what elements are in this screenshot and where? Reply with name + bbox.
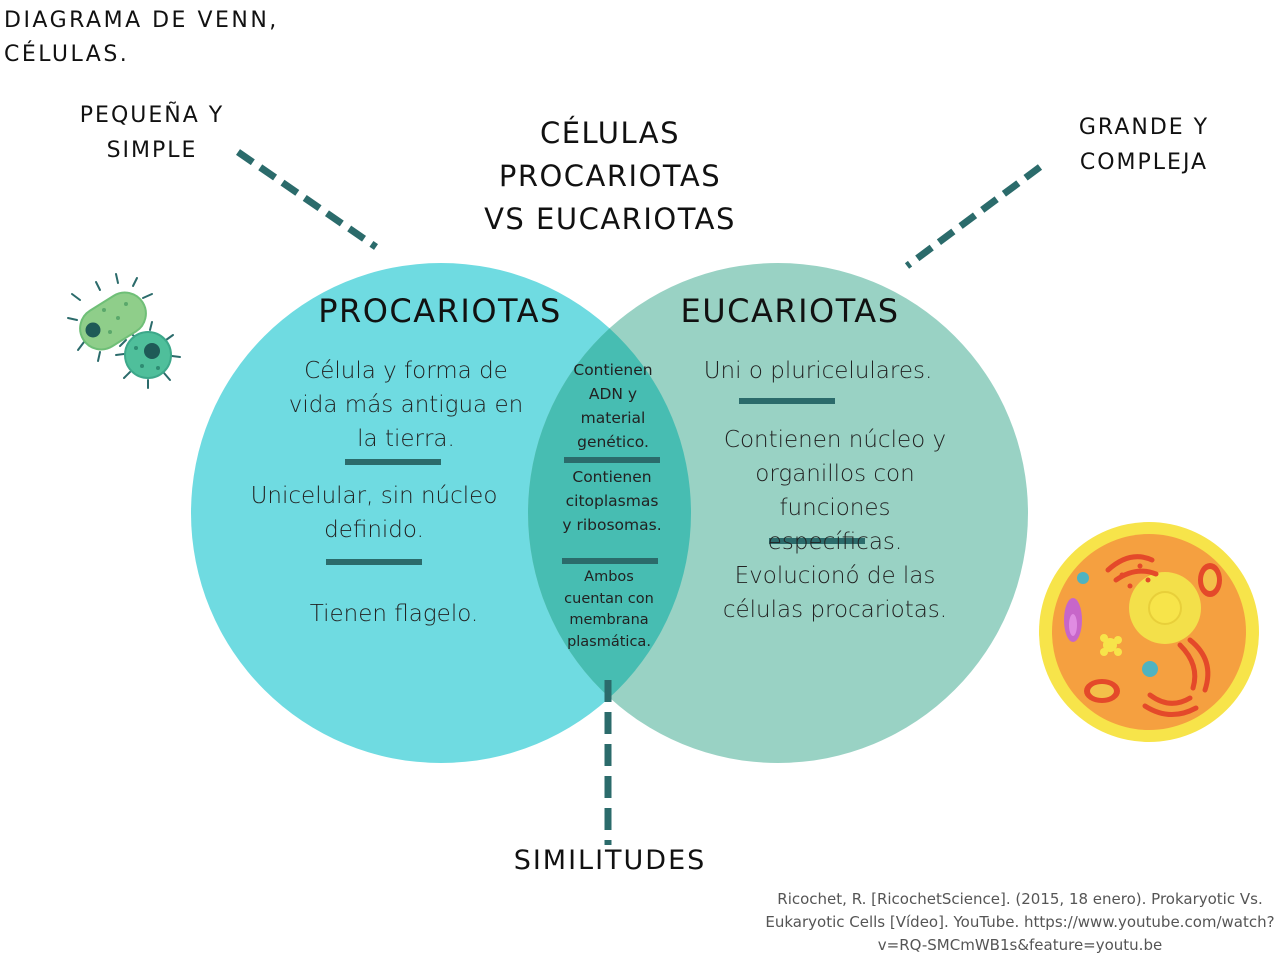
eukaryote-item-1: Uni o pluricelulares. <box>703 358 933 384</box>
overlap-region <box>528 263 691 763</box>
dashed-line-right <box>904 164 1043 269</box>
document-title: DIAGRAMA DE VENN, CÉLULAS. <box>4 8 279 67</box>
prokaryote-item-2: Unicelular, sin núcleo definido. <box>250 483 498 543</box>
prokaryote-item-1: Célula y forma de vida más antigua en la… <box>288 358 524 452</box>
separator-pro-2 <box>326 559 422 565</box>
similarity-item-3: Ambos cuentan con membrana plasmática. <box>564 569 654 650</box>
separator-euc-2 <box>769 538 865 544</box>
animal-cell-icon <box>1039 522 1259 742</box>
citation-text: Ricochet, R. [RicochetScience]. (2015, 1… <box>765 890 1275 954</box>
similarity-item-2: Contienen citoplasmas y ribosomas. <box>562 468 662 534</box>
dashed-line-left <box>236 149 378 250</box>
label-large-complex: GRANDE Y COMPLEJA <box>1078 115 1210 175</box>
separator-mid-1 <box>564 457 660 463</box>
prokaryote-item-3: Tienen flagelo. <box>309 601 479 627</box>
eukaryote-item-3: Evolucionó de las células procariotas. <box>722 563 948 623</box>
separator-pro-1 <box>345 459 441 465</box>
similarities-label: SIMILITUDES <box>513 845 707 876</box>
diagram-title: CÉLULAS PROCARIOTAS VS EUCARIOTAS <box>484 116 736 236</box>
bacteria-icon <box>67 273 181 389</box>
similarity-item-1: Contienen ADN y material genético. <box>573 361 653 451</box>
separator-euc-1 <box>739 398 835 404</box>
eukaryote-item-2: Contienen núcleo y organillos con funcio… <box>723 427 947 555</box>
prokaryote-heading: PROCARIOTAS <box>318 292 562 330</box>
separator-mid-2 <box>562 558 658 564</box>
label-small-simple: PEQUEÑA Y SIMPLE <box>79 103 225 163</box>
eukaryote-heading: EUCARIOTAS <box>680 292 900 330</box>
